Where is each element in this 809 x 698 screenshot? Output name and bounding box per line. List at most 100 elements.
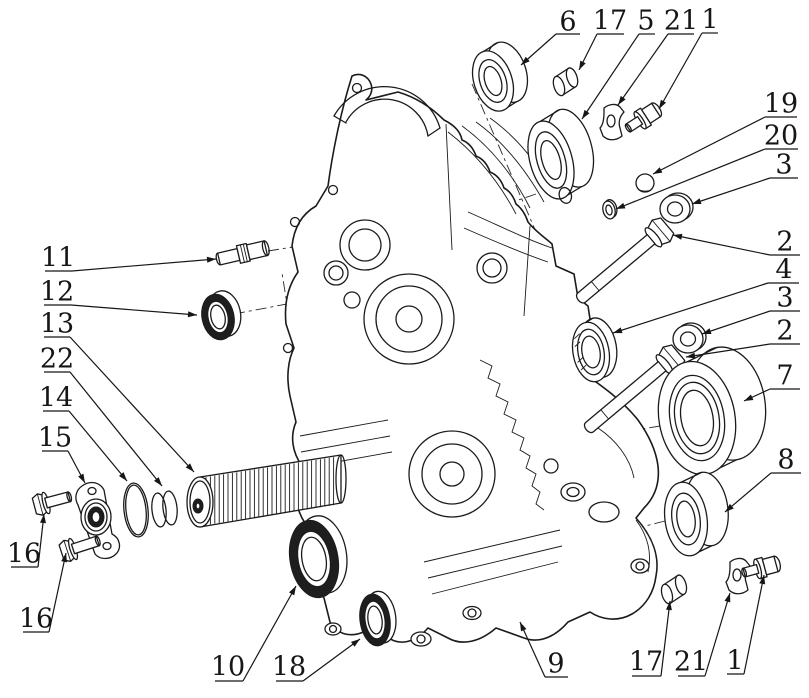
callout-2-11: 2	[685, 316, 800, 359]
part-number-label: 6	[559, 7, 576, 38]
leader-line	[69, 336, 195, 473]
leader-arrowhead	[665, 601, 672, 611]
ball-19	[635, 173, 655, 193]
part-number-label: 17	[629, 647, 663, 678]
leader-line	[615, 148, 766, 210]
leader-arrowhead	[521, 56, 530, 65]
callout-3-7: 3	[691, 150, 798, 205]
callout-17-1: 17	[578, 6, 627, 71]
callout-16-27: 16	[19, 552, 68, 635]
part-number-label: 19	[764, 89, 798, 120]
flange-bolt-16-lower	[58, 535, 101, 562]
leader-arrowhead	[653, 167, 663, 174]
callout-5-2: 5	[581, 6, 655, 120]
oil-seal-18	[359, 590, 397, 647]
part-number-label: 10	[211, 652, 245, 683]
oil-pump-cover-15	[75, 481, 121, 560]
leader-arrowhead	[582, 109, 590, 119]
leader-arrowhead	[613, 327, 623, 334]
callout-12-21: 12	[40, 277, 198, 318]
part-number-label: 12	[40, 277, 74, 308]
callout-19-5: 19	[652, 89, 798, 175]
leader-line	[685, 343, 771, 358]
callout-15-25: 15	[38, 423, 86, 484]
leader-arrowhead	[61, 553, 68, 563]
leader-arrowhead	[759, 575, 766, 585]
stud-bolt-2-upper	[575, 217, 675, 304]
leader-line	[724, 472, 772, 513]
part-number-label: 4	[775, 255, 792, 286]
callout-4-9: 4	[612, 255, 799, 334]
callout-9-14: 9	[519, 621, 568, 680]
leader-arrowhead	[520, 622, 527, 632]
washer-3-upper	[659, 192, 694, 224]
callout-3-10: 3	[701, 283, 800, 335]
leader-arrowhead	[686, 352, 696, 359]
retainer-plate-21-top	[599, 103, 625, 141]
leader-arrowhead	[618, 95, 626, 105]
part-number-label: 13	[40, 309, 74, 340]
shoulder-bolt-11	[215, 240, 270, 266]
bolt-1-bottom	[741, 555, 782, 580]
leader-arrowhead	[692, 198, 702, 204]
part-number-label: 15	[38, 423, 72, 454]
callout-16-26: 16	[7, 513, 46, 570]
part-number-label: 11	[41, 243, 75, 274]
crankcase-housing	[282, 73, 660, 647]
oil-seal-12	[201, 290, 242, 341]
part-number-label: 16	[7, 539, 41, 570]
callout-14-24: 14	[39, 383, 128, 482]
callout-11-20: 11	[41, 243, 217, 274]
part-number-label: 2	[776, 227, 793, 258]
callout-13-22: 13	[40, 309, 195, 473]
washer-3-lower	[672, 322, 707, 354]
leader-arrowhead	[350, 639, 360, 647]
dowel-bushing-17-top	[552, 67, 579, 97]
spring-22	[151, 490, 178, 528]
ball-bearing-8	[663, 471, 729, 557]
seal-race-4	[571, 317, 618, 383]
leader-arrowhead	[702, 328, 712, 334]
callout-1-17: 1	[726, 574, 766, 677]
leader-line	[701, 310, 771, 335]
part-number-label: 1	[701, 5, 718, 36]
part-number-label: 1	[726, 646, 743, 677]
callout-20-6: 20	[615, 121, 798, 210]
leader-line	[242, 585, 297, 682]
leader-line	[617, 33, 669, 106]
leader-arrowhead	[673, 233, 683, 240]
leader-line	[672, 234, 771, 256]
washer-20	[602, 199, 618, 220]
part-number-label: 3	[776, 283, 793, 314]
callout-10-18: 10	[211, 585, 297, 683]
part-number-label: 21	[674, 647, 708, 678]
leader-line	[652, 116, 766, 175]
callout-7-12: 7	[743, 361, 800, 402]
leader-arrowhead	[616, 202, 626, 209]
leader-line	[48, 552, 67, 633]
leader-line	[743, 574, 765, 675]
part-number-label: 18	[272, 652, 306, 683]
part-number-label: 22	[40, 344, 74, 375]
part-number-label: 2	[776, 316, 793, 347]
gear-teeth	[479, 359, 545, 511]
leader-line	[68, 410, 128, 482]
leader-arrowhead	[579, 60, 586, 70]
callout-18-19: 18	[272, 638, 361, 683]
leader-line	[69, 371, 163, 487]
part-number-label: 9	[547, 649, 564, 680]
callout-21-3: 21	[617, 6, 698, 106]
leader-arrowhead	[288, 586, 296, 596]
leader-arrowhead	[187, 311, 197, 318]
leader-arrowhead	[659, 99, 667, 109]
leader-arrowhead	[154, 477, 162, 486]
leader-line	[70, 304, 198, 316]
leader-line	[660, 600, 671, 677]
oil-filter-element-13	[186, 454, 347, 528]
leader-arrowhead	[78, 473, 85, 483]
leader-line	[71, 258, 217, 272]
stud-bolt-2-lower	[583, 344, 686, 434]
part-number-label: 3	[775, 150, 792, 181]
